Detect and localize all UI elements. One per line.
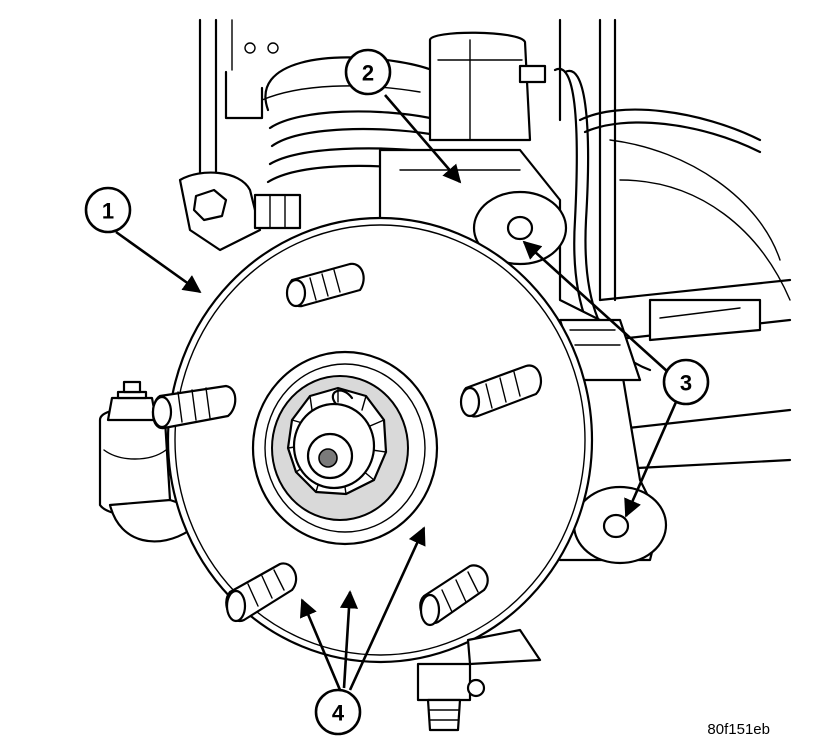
callout-1: 1 bbox=[84, 186, 202, 294]
wheel-stud bbox=[419, 564, 489, 627]
callout-3-number: 3 bbox=[680, 371, 692, 396]
callout-2: 2 bbox=[344, 48, 462, 184]
wheel-stud bbox=[151, 384, 237, 430]
wheel-stud bbox=[225, 562, 298, 623]
lower-control-arm bbox=[598, 278, 792, 472]
strut-frame bbox=[198, 18, 617, 302]
ball-joint bbox=[98, 380, 202, 543]
callout-3: 3 bbox=[522, 240, 710, 518]
castle-nut bbox=[286, 386, 388, 496]
callout-1-number: 1 bbox=[102, 199, 114, 224]
shock-absorber bbox=[428, 31, 547, 142]
figure-id: 80f151eb bbox=[707, 721, 770, 738]
callout-4-number: 4 bbox=[332, 701, 345, 726]
callout-2-number: 2 bbox=[362, 61, 374, 86]
tie-rod-end bbox=[178, 171, 302, 252]
callout-4: 4 bbox=[299, 526, 426, 736]
wheel-stud bbox=[285, 262, 365, 308]
speed-sensor-connector bbox=[416, 628, 542, 732]
wheel-stud bbox=[459, 364, 543, 418]
